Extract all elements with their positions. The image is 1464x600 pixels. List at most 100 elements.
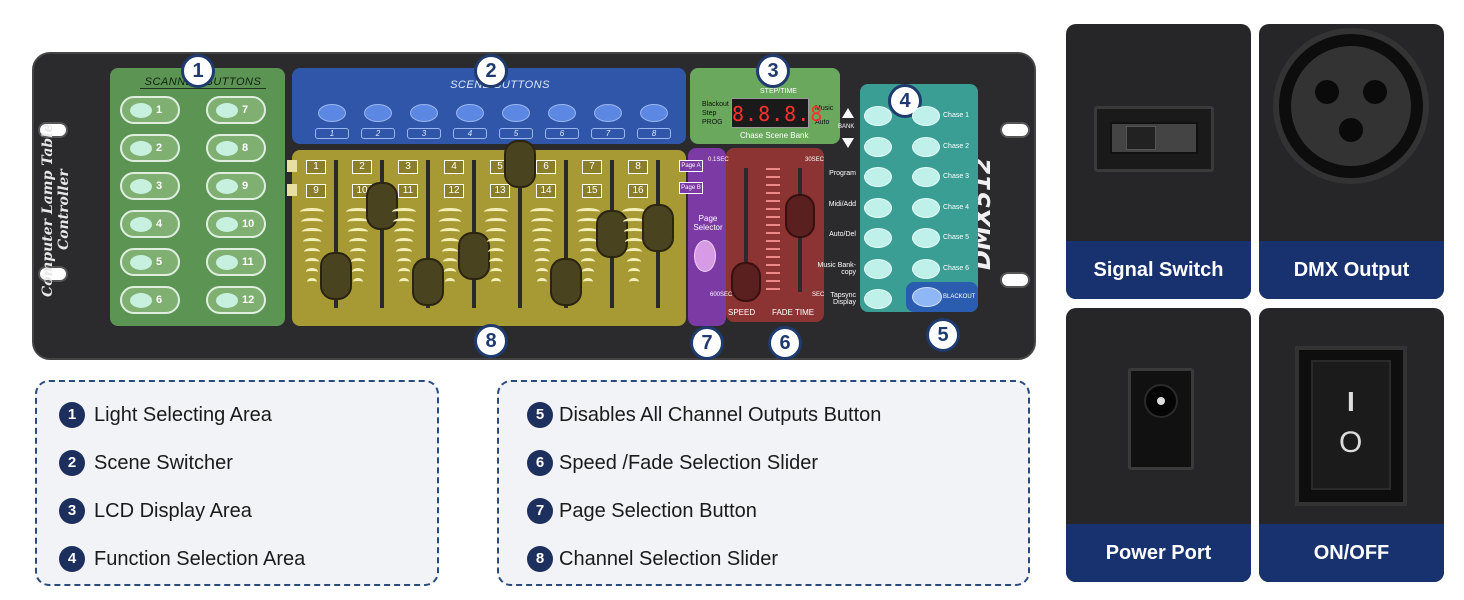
xlr-pin [1339,118,1363,142]
scanner-button[interactable]: 1 [120,96,180,124]
scene-number: 2 [361,128,395,139]
channel-scale-mark [349,238,367,246]
blackout-button[interactable] [912,287,942,307]
scene-button[interactable] [594,104,622,122]
function-button[interactable] [864,136,892,157]
chase-button[interactable] [912,197,940,218]
legend-number: 7 [527,498,553,524]
scene-button[interactable] [502,104,530,122]
page-a-button[interactable]: Page A [679,160,703,172]
channel-slider-knob[interactable] [458,232,490,280]
channel-scale-mark [582,268,594,276]
chase-button[interactable] [912,258,940,279]
scanner-button[interactable]: 10 [206,210,266,238]
lcd-label-step: Step [702,110,717,117]
page-marker [287,184,297,196]
channel-scale-mark [351,258,365,266]
rack-hole [38,266,68,282]
channel-scale-mark [301,218,323,226]
fade-slider-knob[interactable] [785,194,815,238]
scene-number: 8 [637,128,671,139]
scene-button[interactable] [410,104,438,122]
blackout-label: BLACKOUT [943,294,976,300]
channel-scale-mark [583,278,593,286]
lcd-label-music: Music [815,105,834,112]
function-button[interactable] [864,228,892,248]
scanner-led [216,141,238,156]
chase-button[interactable] [912,136,940,157]
bank-up-icon[interactable] [842,108,854,118]
scanner-button[interactable]: 5 [120,248,180,276]
channel-scale-mark [491,278,501,286]
scanner-number: 12 [242,294,255,306]
scanner-button[interactable]: 7 [206,96,266,124]
scanner-number: 5 [156,256,163,268]
scanner-button[interactable]: 4 [120,210,180,238]
function-button[interactable] [864,106,892,126]
channel-scale-mark [578,228,598,236]
function-button[interactable] [864,197,892,218]
channel-scale-mark [399,278,409,286]
tile-power-port: Power Port [1066,308,1251,582]
chase-button[interactable] [912,167,940,187]
channel-slider-knob[interactable] [366,182,398,230]
rack-hole [1000,122,1030,138]
chase-button[interactable] [912,106,940,126]
channel-slider-knob[interactable] [550,258,582,306]
scene-button[interactable] [456,104,484,122]
channel-track [564,160,568,308]
chase-button[interactable] [912,228,940,248]
channel-scale-mark [622,208,646,216]
channel-number: 1 [306,160,326,174]
callout-3: 3 [756,54,790,88]
scanner-button[interactable]: 2 [120,134,180,162]
fade-unit-label: SEC [812,292,825,298]
page-selector-button[interactable] [694,240,716,272]
legend-number: 6 [527,450,553,476]
channel-scale-mark [346,208,370,216]
scanner-button[interactable]: 3 [120,172,180,200]
channel-track [334,160,338,308]
speed-slider-knob[interactable] [731,262,761,302]
channel-scale-mark [484,208,508,216]
scene-button[interactable] [640,104,668,122]
channel-scale-mark [626,248,642,256]
channel-slider-knob[interactable] [412,258,444,306]
bank-down-icon[interactable] [842,138,854,148]
scene-button[interactable] [364,104,392,122]
channel-scale-mark [581,258,595,266]
page-marker [287,160,297,172]
scanner-button[interactable]: 9 [206,172,266,200]
function-button[interactable] [864,167,892,187]
lcd-label-prog: PROG [702,119,723,126]
scene-button[interactable] [548,104,576,122]
channel-scale-mark [579,238,597,246]
chase-label: Chase 2 [943,142,970,150]
channel-scale-mark [306,268,318,276]
scanner-button[interactable]: 8 [206,134,266,162]
channel-slider-knob[interactable] [642,204,674,252]
channel-slider-knob[interactable] [596,210,628,258]
scene-button[interactable] [318,104,346,122]
switch-on-mark: I [1347,386,1355,417]
channel-scale-mark [300,208,324,216]
scanner-button[interactable]: 6 [120,286,180,314]
channel-scale-mark [350,248,366,256]
scanner-button[interactable]: 11 [206,248,266,276]
scanner-led [130,179,152,194]
function-button[interactable] [864,258,892,279]
channel-scale-mark [396,248,412,256]
channel-scale-mark [531,218,553,226]
callout-2: 2 [474,54,508,88]
page-b-button[interactable]: Page B [679,182,703,194]
function-button[interactable] [864,289,892,309]
channel-number: 12 [444,184,464,198]
channel-slider-knob[interactable] [504,140,536,188]
scanner-button[interactable]: 12 [206,286,266,314]
channel-scale-mark [577,218,599,226]
channel-number: 6 [536,160,556,174]
function-label: Music Bank-copy [817,261,856,276]
lcd-label-auto: Auto [815,119,830,126]
channel-slider-knob[interactable] [320,252,352,300]
